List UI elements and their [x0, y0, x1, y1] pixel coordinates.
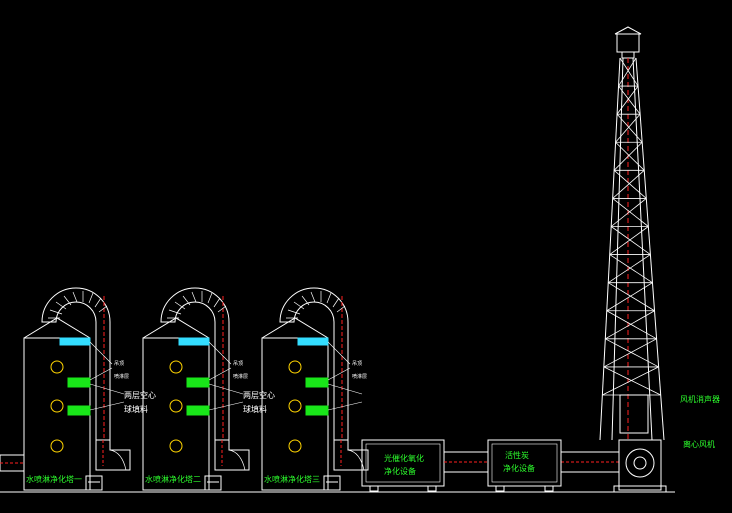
stack-brace	[606, 282, 653, 312]
stack-brace	[619, 57, 639, 87]
tower-2-annot-fill2: 球填料	[243, 405, 267, 414]
stack-brace	[615, 113, 641, 143]
stack-brace	[610, 198, 647, 227]
stack-brace	[610, 226, 651, 255]
carbon-label-2: 净化设备	[503, 464, 535, 473]
stack-brace	[615, 141, 645, 171]
tower-1-annot-fill2: 球填料	[124, 405, 148, 414]
stack-brace	[602, 366, 659, 396]
carbon-label-1: 活性炭	[505, 451, 529, 460]
scrubber-tower-3	[261, 287, 369, 491]
stack-brace	[613, 141, 643, 171]
fan-label: 离心风机	[683, 440, 715, 449]
scrubber-tower-2	[142, 287, 250, 491]
tower-3-label: 水喷淋净化塔三	[264, 475, 320, 484]
stack-brace	[608, 254, 651, 283]
tower-1-label: 水喷淋净化塔一	[26, 475, 82, 484]
tower-1-annot-fill: 两层空心	[124, 391, 156, 400]
stack-brace	[613, 170, 647, 199]
tower-2-label: 水喷淋净化塔二	[145, 475, 201, 484]
annotation-leaders	[89, 341, 363, 411]
exhaust-stack	[599, 26, 665, 441]
tower-2-annot-top: 吊顶	[233, 361, 244, 367]
stack-brace	[612, 198, 649, 227]
stack-brace	[618, 57, 637, 87]
stack-brace	[616, 85, 639, 115]
stack-brace	[606, 310, 657, 340]
inlet-duct	[0, 454, 25, 472]
stack-brace	[609, 254, 653, 284]
tower-1-annot-top2: 喷淋层	[114, 374, 130, 380]
stack-brace	[609, 226, 649, 255]
tower-1-annot-top: 吊顶	[114, 361, 125, 367]
tower-2-annot-fill: 两层空心	[243, 391, 275, 400]
stack-brace	[616, 113, 643, 143]
photocatalytic-label-1: 光催化氧化	[384, 454, 424, 463]
centrifugal-fan	[613, 439, 667, 493]
stack-brace	[608, 282, 655, 312]
stack-brace	[605, 310, 655, 340]
photocatalytic-unit	[361, 439, 445, 492]
activated-carbon-unit	[487, 439, 562, 492]
stack-bracing	[602, 57, 661, 396]
stack-brace	[618, 85, 641, 115]
tower-3-annot-top2: 喷淋层	[352, 374, 368, 380]
tower-3-annot-top: 吊顶	[352, 361, 363, 367]
tower-2-annot-top2: 喷淋层	[233, 374, 249, 380]
stack-brace	[603, 338, 657, 368]
stack-brace	[603, 366, 661, 396]
stack-brace	[612, 170, 645, 199]
stack-brace	[605, 338, 659, 368]
fan-silencer-label: 风机消声器	[680, 395, 720, 404]
scrubber-tower-1	[23, 287, 131, 491]
photocatalytic-label-2: 净化设备	[384, 467, 416, 476]
